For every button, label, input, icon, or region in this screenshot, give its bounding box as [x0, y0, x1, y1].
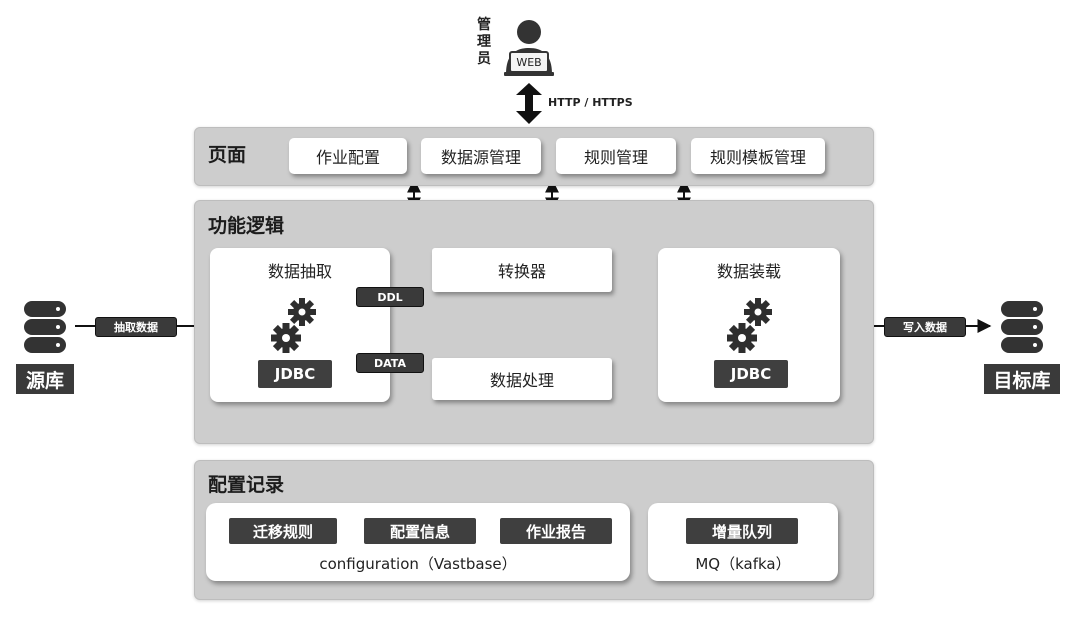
- http-double-arrow: [516, 83, 542, 124]
- source-db-label: 源库: [16, 364, 74, 394]
- configuration-caption: configuration（Vastbase）: [319, 555, 517, 573]
- load-gears-icon: [727, 298, 772, 353]
- data-processing-box: 数据处理: [432, 358, 612, 400]
- converter-box: 转换器: [432, 248, 612, 292]
- data-load-title: 数据装载: [716, 262, 781, 281]
- load-jdbc-tag: JDBC: [714, 360, 788, 388]
- config-layer-title: 配置记录: [208, 474, 285, 496]
- extract-jdbc-tag: JDBC: [258, 360, 332, 388]
- logic-layer-title: 功能逻辑: [208, 215, 285, 237]
- admin-screen-text: WEB: [516, 56, 542, 69]
- target-db-label: 目标库: [984, 364, 1060, 394]
- data-extract-title: 数据抽取: [267, 262, 332, 281]
- admin-label-char: 员: [477, 51, 491, 67]
- job-report-tag: 作业报告: [500, 518, 612, 544]
- target-database-icon: [1001, 301, 1043, 353]
- data-pill: DATA: [356, 353, 424, 373]
- ddl-pill: DDL: [356, 287, 424, 307]
- incremental-queue-tag: 增量队列: [686, 518, 798, 544]
- page-layer-title: 页面: [208, 144, 247, 166]
- config-info-tag: 配置信息: [364, 518, 476, 544]
- protocol-label: HTTP / HTTPS: [548, 96, 633, 109]
- admin-label-char: 理: [477, 34, 491, 50]
- job-config-button[interactable]: 作业配置: [289, 138, 407, 174]
- extract-data-flow-label: 抽取数据: [95, 317, 177, 337]
- admin-label-char: 管: [477, 17, 491, 33]
- rule-template-management-button[interactable]: 规则模板管理: [691, 138, 825, 174]
- extract-gears-icon: [271, 298, 316, 353]
- rule-management-button[interactable]: 规则管理: [556, 138, 676, 174]
- admin-label: 管 理 员: [476, 17, 492, 68]
- mq-caption: MQ（kafka）: [695, 555, 791, 573]
- migration-rules-tag: 迁移规则: [229, 518, 337, 544]
- write-data-flow-label: 写入数据: [884, 317, 966, 337]
- datasource-management-button[interactable]: 数据源管理: [421, 138, 541, 174]
- source-database-icon: [24, 301, 66, 353]
- admin-user-icon: [504, 20, 554, 76]
